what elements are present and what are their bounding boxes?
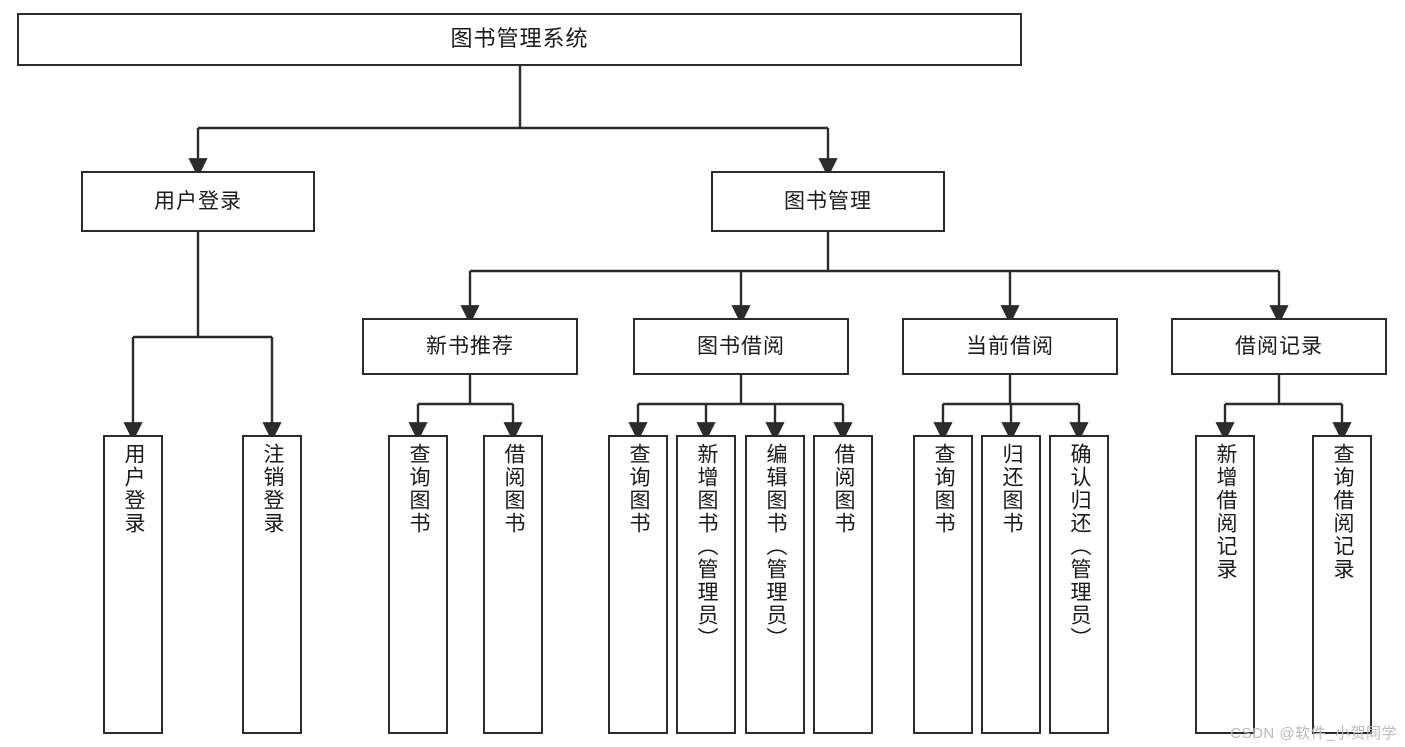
node-label: 新增图书（管理员） [695,443,719,650]
node-label: 新增借阅记录 [1214,443,1238,581]
leaf-record-query-record[interactable]: 查询借阅记录 [1312,435,1372,734]
node-label: 确认归还（管理员） [1068,443,1092,650]
leaf-user-login-signin[interactable]: 用户登录 [103,435,163,734]
node-label: 借阅记录 [1235,334,1323,358]
node-current-borrow[interactable]: 当前借阅 [902,318,1118,375]
node-label: 查询图书 [407,443,431,535]
leaf-current-query-book[interactable]: 查询图书 [913,435,973,734]
node-label: 图书管理 [784,189,872,213]
node-label: 查询图书 [932,443,956,535]
leaf-record-add-record[interactable]: 新增借阅记录 [1195,435,1255,734]
node-user-login[interactable]: 用户登录 [81,171,315,232]
leaf-recommend-borrow-book[interactable]: 借阅图书 [483,435,543,734]
leaf-current-confirm-return-admin[interactable]: 确认归还（管理员） [1049,435,1109,734]
node-label: 图书管理系统 [450,26,589,52]
node-label: 查询借阅记录 [1331,443,1355,581]
node-book-borrow[interactable]: 图书借阅 [633,318,849,375]
node-label: 注销登录 [261,443,285,535]
node-label: 用户登录 [154,189,242,213]
node-label: 用户登录 [122,443,146,535]
node-book-management[interactable]: 图书管理 [711,171,945,232]
node-label: 归还图书 [1000,443,1024,535]
node-label: 当前借阅 [966,334,1054,358]
leaf-borrow-query-book[interactable]: 查询图书 [608,435,668,734]
node-label: 新书推荐 [426,334,514,358]
leaf-borrow-borrow-book[interactable]: 借阅图书 [813,435,873,734]
leaf-current-return-book[interactable]: 归还图书 [981,435,1041,734]
node-borrow-record[interactable]: 借阅记录 [1171,318,1387,375]
node-label: 借阅图书 [502,443,526,535]
leaf-recommend-query-book[interactable]: 查询图书 [388,435,448,734]
node-label: 查询图书 [627,443,651,535]
node-new-book-recommend[interactable]: 新书推荐 [362,318,578,375]
node-root-system[interactable]: 图书管理系统 [17,13,1022,66]
leaf-borrow-edit-book-admin[interactable]: 编辑图书（管理员） [745,435,805,734]
node-label: 借阅图书 [832,443,856,535]
leaf-user-login-signout[interactable]: 注销登录 [242,435,302,734]
node-label: 编辑图书（管理员） [764,443,788,650]
leaf-borrow-add-book-admin[interactable]: 新增图书（管理员） [676,435,736,734]
node-label: 图书借阅 [697,334,785,358]
